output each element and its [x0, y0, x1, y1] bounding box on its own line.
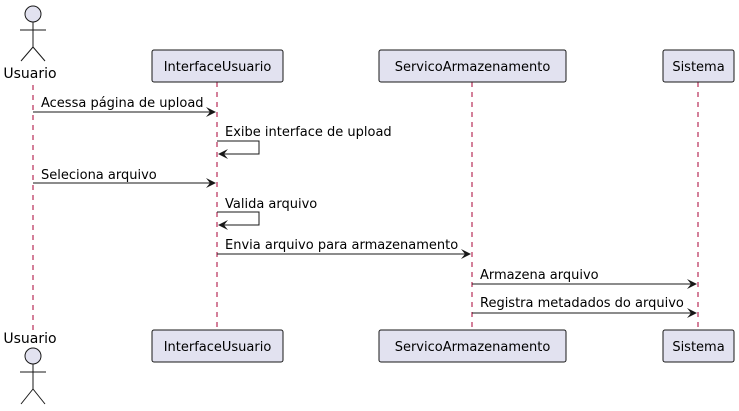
- message-label-6: Armazena arquivo: [480, 268, 599, 283]
- participant-interface-top: InterfaceUsuario: [151, 49, 284, 83]
- message-6: Armazena arquivo: [472, 268, 697, 289]
- participant-label-sistema-bottom: Sistema: [672, 340, 724, 355]
- participant-label-interface-top: InterfaceUsuario: [164, 60, 272, 75]
- participant-sistema-top: Sistema: [662, 49, 735, 83]
- participant-label-servico-top: ServicoArmazenamento: [395, 60, 551, 75]
- participant-servico-top: ServicoArmazenamento: [378, 49, 567, 83]
- message-label-2: Exibe interface de upload: [225, 125, 392, 140]
- participant-label-servico-bottom: ServicoArmazenamento: [395, 340, 551, 355]
- actor-label-usuario-bottom: Usuario: [3, 331, 56, 347]
- message-7: Registra metadados do arquivo: [472, 296, 697, 318]
- message-3: Seleciona arquivo: [33, 168, 216, 188]
- message-5: Envia arquivo para armazenamento: [217, 238, 471, 259]
- actor-label-usuario-top: Usuario: [3, 66, 56, 82]
- message-label-7: Registra metadados do arquivo: [480, 296, 684, 311]
- participant-label-interface-bottom: InterfaceUsuario: [164, 340, 272, 355]
- message-1: Acessa página de upload: [33, 96, 216, 117]
- participant-interface-bottom: InterfaceUsuario: [151, 329, 284, 363]
- message-2-self: Exibe interface de upload: [217, 125, 392, 159]
- message-4-self: Valida arquivo: [217, 197, 317, 230]
- message-label-4: Valida arquivo: [225, 197, 317, 212]
- actor-head-icon: [24, 5, 42, 23]
- message-label-1: Acessa página de upload: [41, 96, 204, 111]
- actor-usuario-bottom: Usuario: [3, 331, 57, 405]
- participant-sistema-bottom: Sistema: [662, 329, 735, 363]
- participant-label-sistema-top: Sistema: [672, 60, 724, 75]
- participant-servico-bottom: ServicoArmazenamento: [378, 329, 567, 363]
- message-label-5: Envia arquivo para armazenamento: [225, 238, 458, 253]
- actor-usuario-top: Usuario: [3, 5, 57, 82]
- message-label-3: Seleciona arquivo: [41, 168, 157, 183]
- actor-head-icon: [24, 347, 42, 365]
